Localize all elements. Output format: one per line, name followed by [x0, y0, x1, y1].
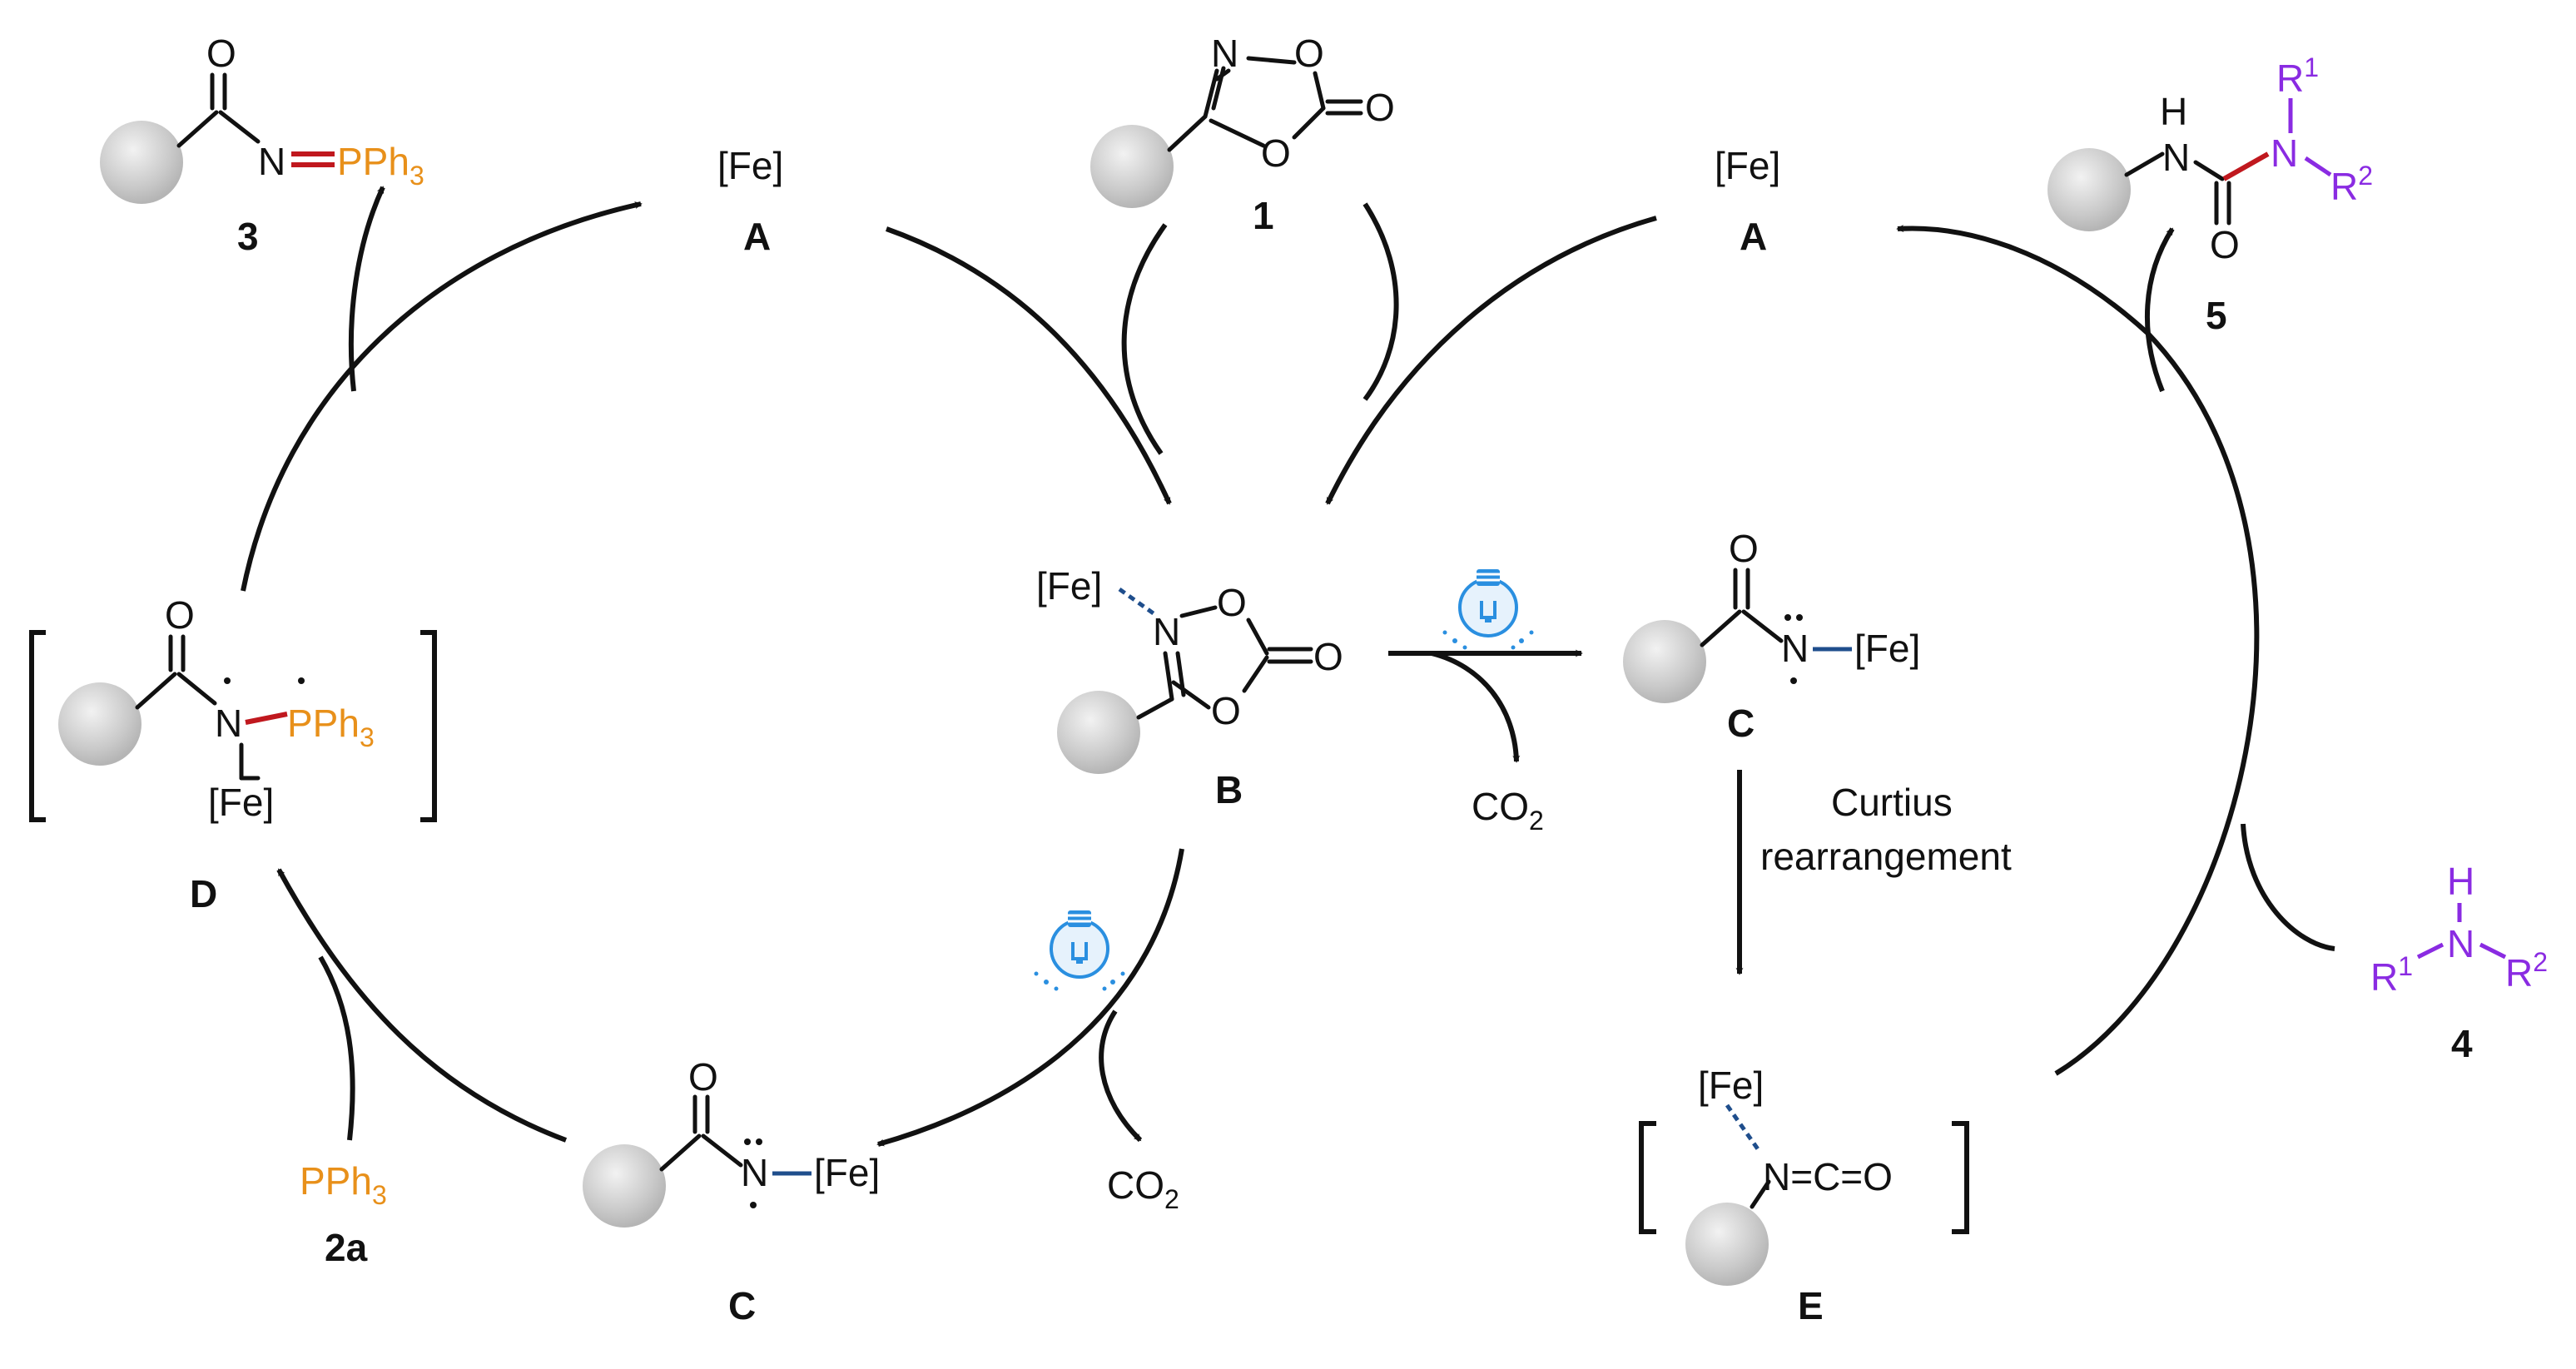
atom-o: O	[1211, 689, 1241, 732]
label-1: 1	[1253, 194, 1274, 237]
atom-n: N	[741, 1151, 768, 1194]
substituent-sphere	[1623, 620, 1706, 703]
arrow-release-5	[2145, 227, 2175, 393]
arrow-pph3-entry	[318, 955, 355, 1141]
substituent-sphere	[1685, 1203, 1769, 1286]
label-d: D	[190, 872, 217, 915]
label-a-left: A	[743, 215, 771, 258]
substituent-sphere	[1090, 125, 1174, 208]
arc-e-to-a-right	[1896, 225, 2260, 1076]
arrow-co2-release-bottom	[1099, 1009, 1143, 1143]
intermediate-d: O N PPh3 [Fe] D	[29, 593, 437, 915]
urea-5: N H O N R1 R2 5	[2047, 52, 2373, 337]
arrow-co2-release-top	[1431, 651, 1521, 763]
fe-atom: [Fe]	[814, 1151, 880, 1194]
substituent-sphere	[100, 121, 183, 204]
isocyanate-e: [Fe] N=C=O E	[1639, 1064, 1969, 1327]
substituent-r2: R2	[2505, 947, 2548, 995]
arc-d-to-a	[241, 201, 643, 592]
atom-n: N	[1781, 627, 1809, 670]
arc-a-to-b-right	[1325, 216, 1657, 505]
phosphine-2a: PPh3	[300, 1159, 387, 1210]
label-5: 5	[2206, 294, 2227, 337]
atom-o: O	[165, 593, 195, 637]
atom-n: N	[258, 140, 285, 183]
atom-o: O	[1365, 86, 1395, 129]
substituent-r1: R1	[2276, 52, 2319, 100]
atom-n: N	[2271, 131, 2298, 175]
arrow-1-to-b-right	[1362, 202, 1399, 401]
substituent-sphere	[2047, 148, 2131, 231]
phosphorus-pph3: PPh3	[287, 702, 375, 752]
phosphorus-pph3: PPh3	[337, 140, 424, 191]
atom-o: O	[1313, 635, 1343, 678]
arrow-release-3	[348, 186, 385, 392]
fe-atom-a-right: [Fe]	[1715, 144, 1780, 187]
label-c-top: C	[1727, 702, 1755, 745]
nitrene-c-top: O N [Fe] C	[1623, 527, 1920, 745]
substituent-sphere	[58, 682, 141, 766]
atom-o: O	[2210, 223, 2240, 266]
compound-1-dioxazolone: N O O O 1	[1090, 32, 1395, 237]
amine-4: H N R1 R2 4	[2370, 860, 2548, 1065]
atom-o: O	[206, 32, 236, 75]
co2-top: CO2	[1472, 785, 1544, 836]
arc-c-to-d	[276, 868, 568, 1143]
label-4: 4	[2451, 1022, 2473, 1065]
arrow-1-to-b-left	[1121, 223, 1168, 455]
atom-h: H	[2447, 860, 2474, 903]
atom-o: O	[1261, 131, 1291, 175]
fe-atom-a-left: [Fe]	[717, 144, 783, 187]
atom-o: O	[1217, 581, 1247, 624]
arrow-amine-entry	[2241, 823, 2335, 951]
curtius-label-line2: rearrangement	[1760, 835, 2012, 878]
fe-atom: [Fe]	[1854, 627, 1920, 670]
nitrene-c-bottom: O N [Fe] C	[583, 1055, 880, 1327]
fe-atom: [Fe]	[1036, 564, 1102, 608]
intermediate-b: [Fe] N O O O B	[1036, 564, 1343, 811]
isocyanate-group: N=C=O	[1763, 1155, 1893, 1198]
atom-o: O	[1294, 32, 1324, 75]
atom-n: N	[2447, 922, 2474, 965]
curtius-label-line1: Curtius	[1831, 781, 1953, 824]
co2-bottom: CO2	[1107, 1163, 1179, 1214]
substituent-sphere	[1057, 691, 1140, 774]
light-bulb-icon	[1441, 568, 1536, 652]
atom-n: N	[2162, 136, 2190, 179]
atom-n: N	[1211, 32, 1238, 75]
atom-o: O	[688, 1055, 718, 1099]
arc-a-to-b-left	[885, 226, 1172, 505]
product-3-iminophosphorane: O N PPh3 3	[100, 32, 424, 258]
atom-n: N	[215, 702, 242, 745]
substituent-r1: R1	[2370, 951, 2413, 999]
label-3: 3	[237, 215, 259, 258]
atom-n: N	[1153, 610, 1180, 653]
light-bulb-icon	[1032, 909, 1127, 993]
label-2a: 2a	[325, 1226, 368, 1269]
atom-o: O	[1729, 527, 1759, 570]
arc-b-to-c-bottom	[876, 848, 1184, 1147]
label-c-bottom: C	[728, 1284, 756, 1327]
substituent-sphere	[583, 1144, 666, 1228]
substituent-r2: R2	[2330, 161, 2373, 208]
label-e: E	[1798, 1284, 1824, 1327]
fe-atom: [Fe]	[1698, 1064, 1764, 1107]
fe-atom: [Fe]	[208, 781, 274, 824]
atom-h: H	[2160, 90, 2187, 133]
label-a-right: A	[1740, 215, 1767, 258]
label-b: B	[1215, 768, 1243, 811]
